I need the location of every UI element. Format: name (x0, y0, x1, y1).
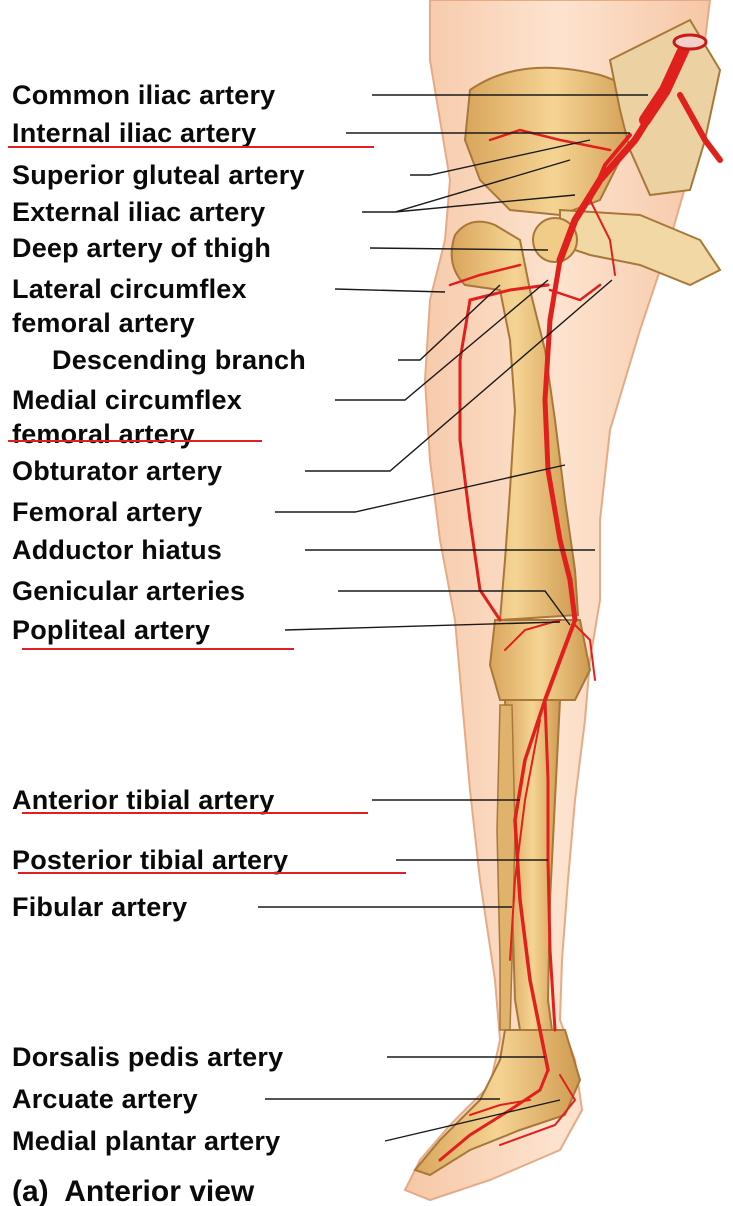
label-medial-circumflex-femoral-artery: femoral artery (12, 418, 195, 450)
label-lateral-circumflex-femoral-artery: femoral artery (12, 307, 195, 339)
figure-caption: (a) Anterior view (12, 1176, 254, 1206)
aorta-opening (674, 35, 706, 49)
label-medial-plantar-artery: Medial plantar artery (12, 1125, 280, 1157)
label-adductor-hiatus: Adductor hiatus (12, 534, 222, 566)
label-fibular-artery: Fibular artery (12, 891, 187, 923)
knee-joint (490, 620, 590, 700)
underline-posterior-tibial (18, 872, 406, 874)
underline-medial-circumflex-femoral (8, 440, 262, 442)
label-descending-branch: Descending branch (52, 344, 306, 376)
label-genicular-arteries: Genicular arteries (12, 575, 245, 607)
label-femoral-artery: Femoral artery (12, 496, 202, 528)
label-popliteal-artery: Popliteal artery (12, 614, 210, 646)
leader-lateral-circumflex (335, 289, 445, 292)
label-superior-gluteal-artery: Superior gluteal artery (12, 159, 305, 191)
label-external-iliac-artery: External iliac artery (12, 196, 265, 228)
label-deep-artery-of-thigh: Deep artery of thigh (12, 232, 271, 264)
label-common-iliac-artery: Common iliac artery (12, 79, 275, 111)
underline-popliteal (22, 648, 294, 650)
label-arcuate-artery: Arcuate artery (12, 1083, 198, 1115)
underline-anterior-tibial (22, 812, 368, 814)
underline-internal-iliac (8, 146, 374, 148)
label-dorsalis-pedis-artery: Dorsalis pedis artery (12, 1041, 283, 1073)
label-internal-iliac-artery: Internal iliac artery (12, 117, 256, 149)
label-obturator-artery: Obturator artery (12, 455, 222, 487)
label-medial-circumflex: Medial circumflex (12, 384, 242, 416)
label-lateral-circumflex: Lateral circumflex (12, 273, 247, 305)
